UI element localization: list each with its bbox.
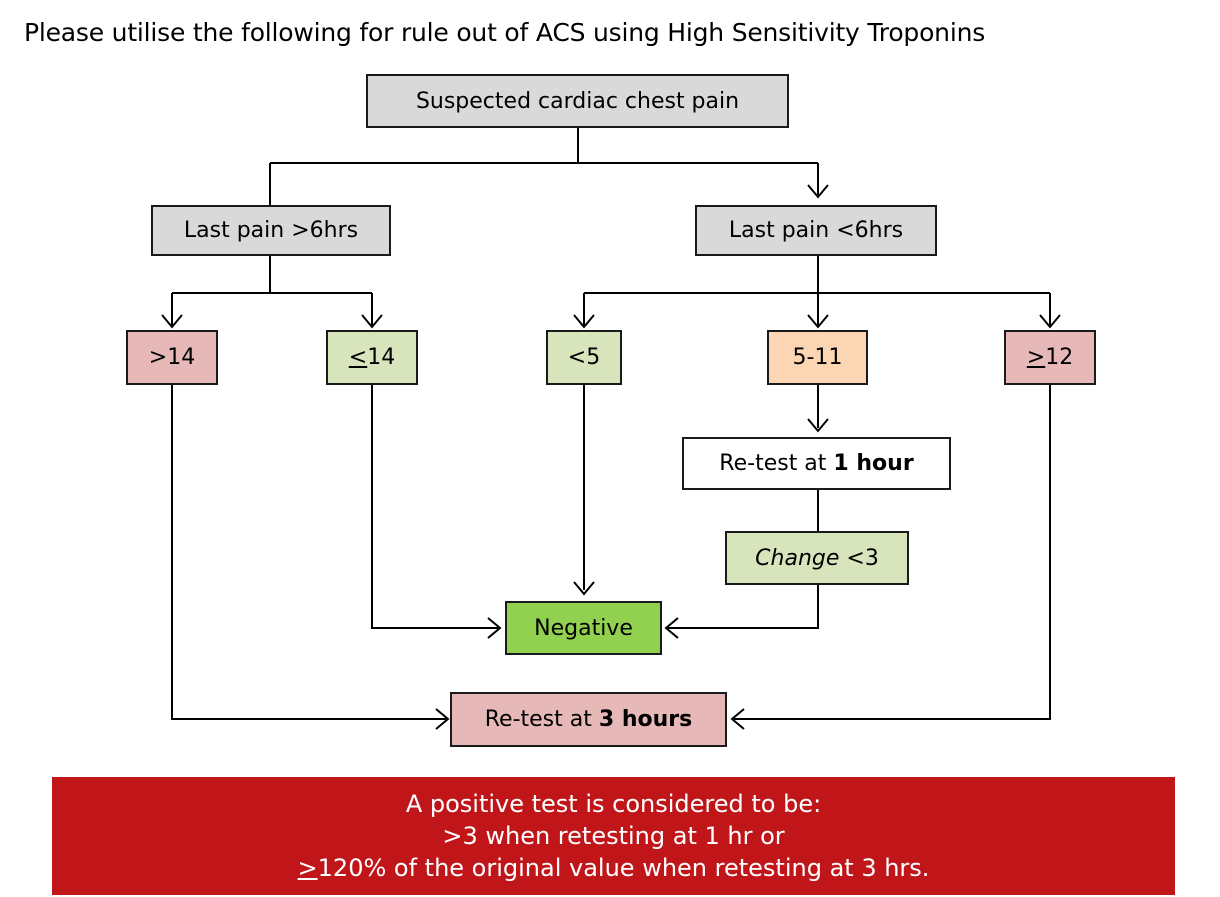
- node-label: Last pain <6hrs: [728, 218, 904, 243]
- node-label: 5-11: [792, 345, 843, 370]
- node-label-symbol: >: [1026, 345, 1046, 370]
- arrowhead: [361, 314, 383, 329]
- node-suspected-chest-pain: Suspected cardiac chest pain: [366, 74, 789, 128]
- node-label: Negative: [534, 615, 633, 641]
- arrowhead: [435, 708, 450, 730]
- node-label: 12: [1045, 345, 1074, 370]
- node-last-pain-under-6hrs: Last pain <6hrs: [695, 205, 937, 256]
- node-change-under-3: Change <3: [725, 531, 909, 585]
- node-under-5: <5: [546, 330, 622, 385]
- arrowhead: [807, 184, 829, 199]
- connector-root-split: [269, 128, 819, 205]
- node-label-bold: 1 hour: [833, 451, 914, 476]
- node-over-14: >14: [126, 330, 218, 385]
- connector-gt14-retest3: [171, 384, 446, 720]
- arrowhead: [664, 617, 679, 639]
- arrowhead: [161, 314, 183, 329]
- arrowhead: [807, 314, 829, 329]
- node-ge-12: >12: [1004, 330, 1096, 385]
- connector-ge12-retest3: [734, 384, 1051, 720]
- connector-left-split: [171, 255, 373, 325]
- connector-change-negative: [668, 584, 819, 629]
- connector-right-split: [583, 255, 1051, 325]
- node-label: Re-test at: [719, 451, 834, 476]
- banner-line-3: >120% of the original value when retesti…: [298, 852, 930, 884]
- node-label: <5: [567, 345, 601, 370]
- node-5-to-11: 5-11: [767, 330, 868, 385]
- node-label: <3: [839, 545, 879, 571]
- node-label: 14: [367, 345, 396, 370]
- node-label: Suspected cardiac chest pain: [415, 88, 740, 114]
- node-retest-3-hours: Re-test at 3 hours: [450, 692, 727, 747]
- node-label: Last pain >6hrs: [183, 218, 359, 243]
- banner-line-3-text: 120% of the original value when retestin…: [317, 854, 930, 882]
- arrowhead: [487, 617, 502, 639]
- banner-line-3-symbol: >: [297, 854, 318, 882]
- arrowhead: [573, 581, 595, 596]
- banner-line-2: >3 when retesting at 1 hr or: [442, 822, 785, 850]
- node-label-bold: 3 hours: [598, 707, 693, 732]
- arrowhead: [807, 418, 829, 433]
- node-negative: Negative: [505, 601, 662, 655]
- node-last-pain-over-6hrs: Last pain >6hrs: [151, 205, 391, 256]
- node-label-italic: Change: [755, 545, 840, 571]
- node-le-14: <14: [326, 330, 418, 385]
- node-label: >14: [148, 345, 196, 370]
- positive-test-banner: A positive test is considered to be: >3 …: [52, 777, 1175, 895]
- node-retest-1-hour: Re-test at 1 hour: [682, 437, 951, 490]
- page-title: Please utilise the following for rule ou…: [24, 18, 986, 47]
- arrowhead: [573, 314, 595, 329]
- banner-line-1: A positive test is considered to be:: [405, 790, 822, 818]
- node-label-symbol: <: [348, 345, 368, 370]
- node-label: Re-test at: [484, 707, 599, 732]
- arrowhead: [1039, 314, 1061, 329]
- connector-le14-negative: [371, 384, 498, 629]
- arrowhead: [730, 708, 745, 730]
